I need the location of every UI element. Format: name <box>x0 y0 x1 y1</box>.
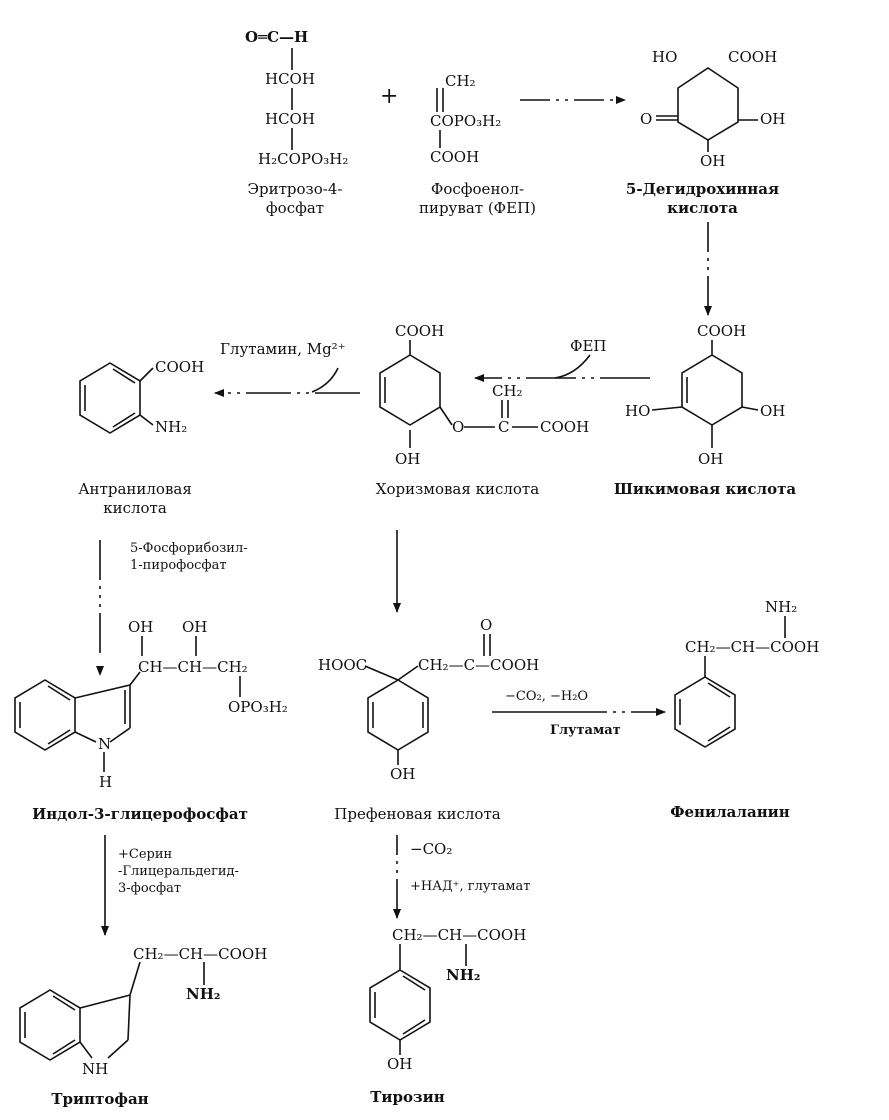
reagent-glutamine: Глутамин, Mg²⁺ <box>220 340 346 358</box>
trp-chain: CH₂—CH—COOH <box>133 945 268 963</box>
erythrose-line-3: HCOH <box>265 110 315 128</box>
dhq-ho: HO <box>652 48 678 66</box>
chorismic-ether-o: O <box>452 418 465 436</box>
tyr-nh2: NH₂ <box>446 966 481 984</box>
chorismic-cooh: COOH <box>395 322 445 340</box>
shikimic-ho: HO <box>625 402 651 420</box>
plus-sign: + <box>380 84 399 109</box>
shikimic-cooh: COOH <box>697 322 747 340</box>
trp-nh: NH <box>82 1060 109 1078</box>
chorismic-ch2: CH₂ <box>492 382 523 400</box>
tyr-oh: OH <box>387 1055 413 1073</box>
prephenic-oh: OH <box>390 765 416 783</box>
shikimic-oh-right: OH <box>760 402 786 420</box>
dhq-label: 5-Дегидрохинная кислота <box>625 180 780 217</box>
chorismic-c: C <box>498 418 510 436</box>
chorismic-oh: OH <box>395 450 421 468</box>
reagent-decarbox: −CO₂ <box>410 840 453 858</box>
phe-nh2: NH₂ <box>765 598 798 616</box>
shikimic-label: Шикимовая кислота <box>613 480 797 498</box>
trp-nh2: NH₂ <box>186 985 221 1003</box>
erythrose-line-4: H₂COPO₃H₂ <box>258 150 349 168</box>
igp-h: H <box>99 773 113 791</box>
igp-n: N <box>98 735 112 753</box>
chorismic-cooh2: COOH <box>540 418 590 436</box>
phe-label: Фенилаланин <box>670 803 790 821</box>
dhq-oh-right: OH <box>760 110 786 128</box>
igp-label: Индол-3-глицерофосфат <box>32 805 248 823</box>
reagent-prpp: 5-Фосфорибозил- 1-пирофосфат <box>130 541 248 573</box>
dhq-cooh: COOH <box>728 48 778 66</box>
igp-oh-1: OH <box>128 618 154 636</box>
chorismic-label: Хоризмовая кислота <box>375 480 540 498</box>
pep-line-1: CH₂ <box>445 72 476 90</box>
shikimic-oh-bottom: OH <box>698 450 724 468</box>
reagent-co2-h2o: −CO₂, −H₂O <box>505 689 589 704</box>
igp-chain: CH—CH—CH₂ <box>138 658 248 676</box>
prephenic-keto-o: O <box>480 616 493 634</box>
pep-label: Фосфоенол- пируват (ФЕП) <box>418 180 537 217</box>
anthranilic-nh2: NH₂ <box>155 418 188 436</box>
erythrose-line-1: O═C—H <box>245 28 309 46</box>
dhq-oh-bottom: OH <box>700 152 726 170</box>
reagent-glutamate: Глутамат <box>550 723 621 738</box>
phe-chain: CH₂—CH—COOH <box>685 638 820 656</box>
pep-line-2: COPO₃H₂ <box>430 112 502 130</box>
igp-oh-2: OH <box>182 618 208 636</box>
erythrose-line-2: HCOH <box>265 70 315 88</box>
prephenic-hooc: HOOC <box>318 656 368 674</box>
prephenic-chain: CH₂—C—COOH <box>418 656 540 674</box>
reagent-nad: +НАД⁺, глутамат <box>410 879 531 894</box>
trp-label: Триптофан <box>51 1090 149 1108</box>
reagent-pep: ФЕП <box>570 337 607 355</box>
anthranilic-cooh: COOH <box>155 358 205 376</box>
tyr-label: Тирозин <box>370 1088 445 1106</box>
erythrose-label: Эритрозо-4- фосфат <box>247 180 343 217</box>
pep-line-3: COOH <box>430 148 480 166</box>
anthranilic-label: Антраниловая кислота <box>78 480 192 517</box>
prephenic-label: Префеновая кислота <box>334 805 501 823</box>
dhq-oxo: O <box>640 110 653 128</box>
reagent-serine: +Серин -Глицеральдегид- 3-фосфат <box>118 847 239 896</box>
tyr-chain: CH₂—CH—COOH <box>392 926 527 944</box>
igp-phosphate: OPO₃H₂ <box>228 698 288 716</box>
